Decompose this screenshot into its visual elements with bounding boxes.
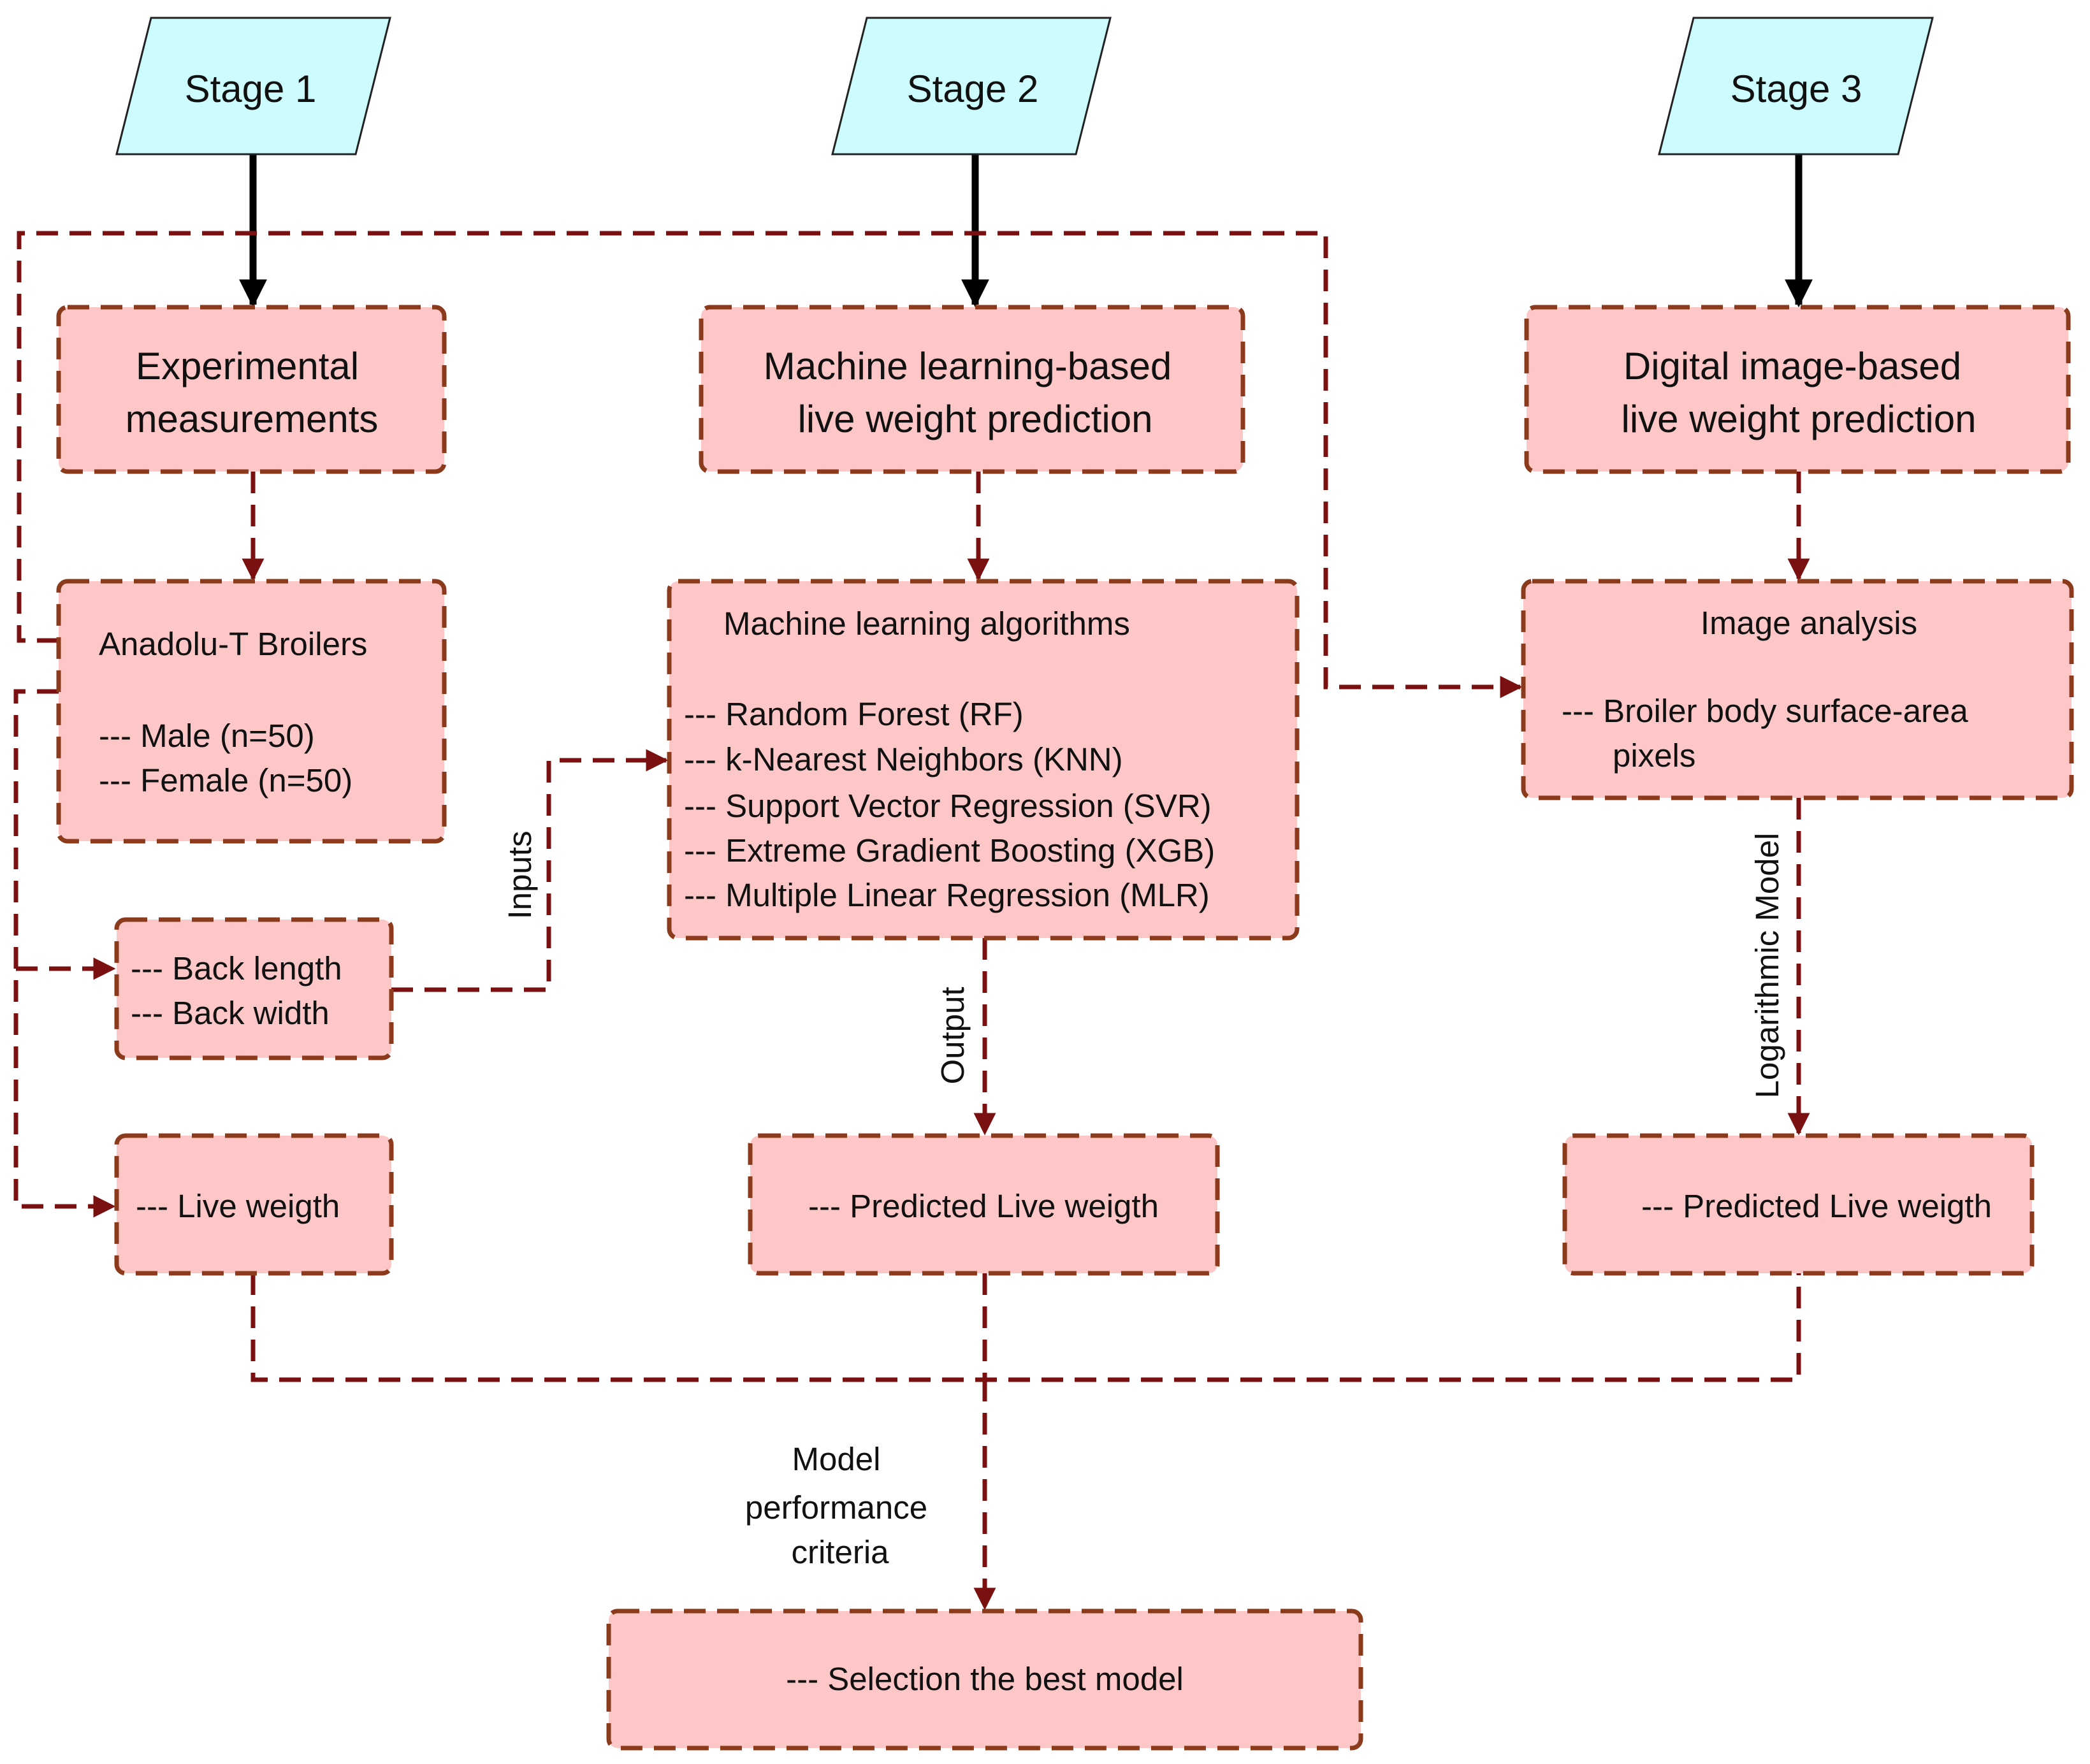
ml-prediction-line2: live weight prediction	[798, 398, 1153, 440]
predicted-image-box: --- Predicted Live weigth	[1562, 1133, 2035, 1276]
stage2-node: Stage 2	[831, 17, 1112, 155]
live-weight-box: --- Live weigth	[114, 1133, 394, 1276]
broilers-item-female: --- Female (n=50)	[99, 762, 352, 799]
predicted-ml-label: --- Predicted Live weigth	[808, 1188, 1159, 1224]
ml-algorithm-knn: --- k-Nearest Neighbors (KNN)	[684, 741, 1123, 777]
best-model-box: --- Selection the best model	[606, 1609, 1363, 1751]
live-weight-label: --- Live weigth	[136, 1188, 340, 1224]
image-analysis-item: --- Broiler body surface-area	[1562, 693, 1968, 729]
ml-prediction-box: Machine learning-based live weight predi…	[699, 305, 1245, 474]
performance-label-line1: Model	[792, 1441, 881, 1477]
predicted-ml-box: --- Predicted Live weigth	[748, 1133, 1220, 1276]
ml-algorithms-title: Machine learning algorithms	[723, 605, 1130, 642]
back-width: --- Back width	[131, 995, 330, 1031]
best-model-label: --- Selection the best model	[786, 1661, 1184, 1697]
stage1-label: Stage 1	[185, 68, 317, 110]
connector-broilers-to-image-analysis	[17, 231, 1523, 698]
broilers-title: Anadolu-T Broilers	[99, 626, 367, 662]
predicted-image-label: --- Predicted Live weigth	[1641, 1188, 1992, 1224]
back-length: --- Back length	[131, 950, 342, 987]
broilers-item-male: --- Male (n=50)	[99, 718, 315, 754]
ml-algorithm-mlr: --- Multiple Linear Regression (MLR)	[684, 877, 1210, 913]
output-label: Output	[934, 987, 971, 1084]
experimental-line1: Experimental	[136, 345, 359, 387]
performance-label-line3: criteria	[791, 1534, 889, 1570]
image-prediction-line2: live weight prediction	[1622, 398, 1977, 440]
image-analysis-item-cont: pixels	[1613, 737, 1695, 774]
ml-algorithm-xgb: --- Extreme Gradient Boosting (XGB)	[684, 832, 1215, 869]
experimental-line2: measurements	[126, 398, 379, 440]
stage1-node: Stage 1	[115, 17, 391, 155]
performance-label-line2: performance	[745, 1489, 927, 1526]
back-measurements-box: --- Back length --- Back width	[114, 917, 394, 1060]
logarithmic-model-label: Logarithmic Model	[1749, 833, 1785, 1099]
ml-algorithm-rf: --- Random Forest (RF)	[684, 696, 1024, 732]
image-analysis-title: Image analysis	[1701, 605, 1917, 641]
stage3-node: Stage 3	[1658, 17, 1934, 155]
ml-algorithms-box: Machine learning algorithms --- Random F…	[667, 579, 1300, 941]
image-prediction-box: Digital image-based live weight predicti…	[1524, 305, 2071, 474]
broilers-box: Anadolu-T Broilers --- Male (n=50) --- F…	[56, 579, 447, 844]
ml-algorithm-svr: --- Support Vector Regression (SVR)	[684, 788, 1212, 824]
image-prediction-line1: Digital image-based	[1623, 345, 1961, 387]
ml-prediction-line1: Machine learning-based	[764, 345, 1172, 387]
connector-back-to-ml-algorithms	[391, 749, 669, 992]
inputs-label: Inputs	[502, 831, 538, 920]
stage3-label: Stage 3	[1731, 68, 1862, 110]
connector-broilers-branch	[13, 689, 116, 1218]
connector-live-weight-merge	[250, 1273, 1801, 1382]
image-analysis-box: Image analysis --- Broiler body surface-…	[1521, 579, 2074, 800]
stage2-label: Stage 2	[907, 68, 1039, 110]
experimental-measurements-box: Experimental measurements	[56, 305, 447, 474]
